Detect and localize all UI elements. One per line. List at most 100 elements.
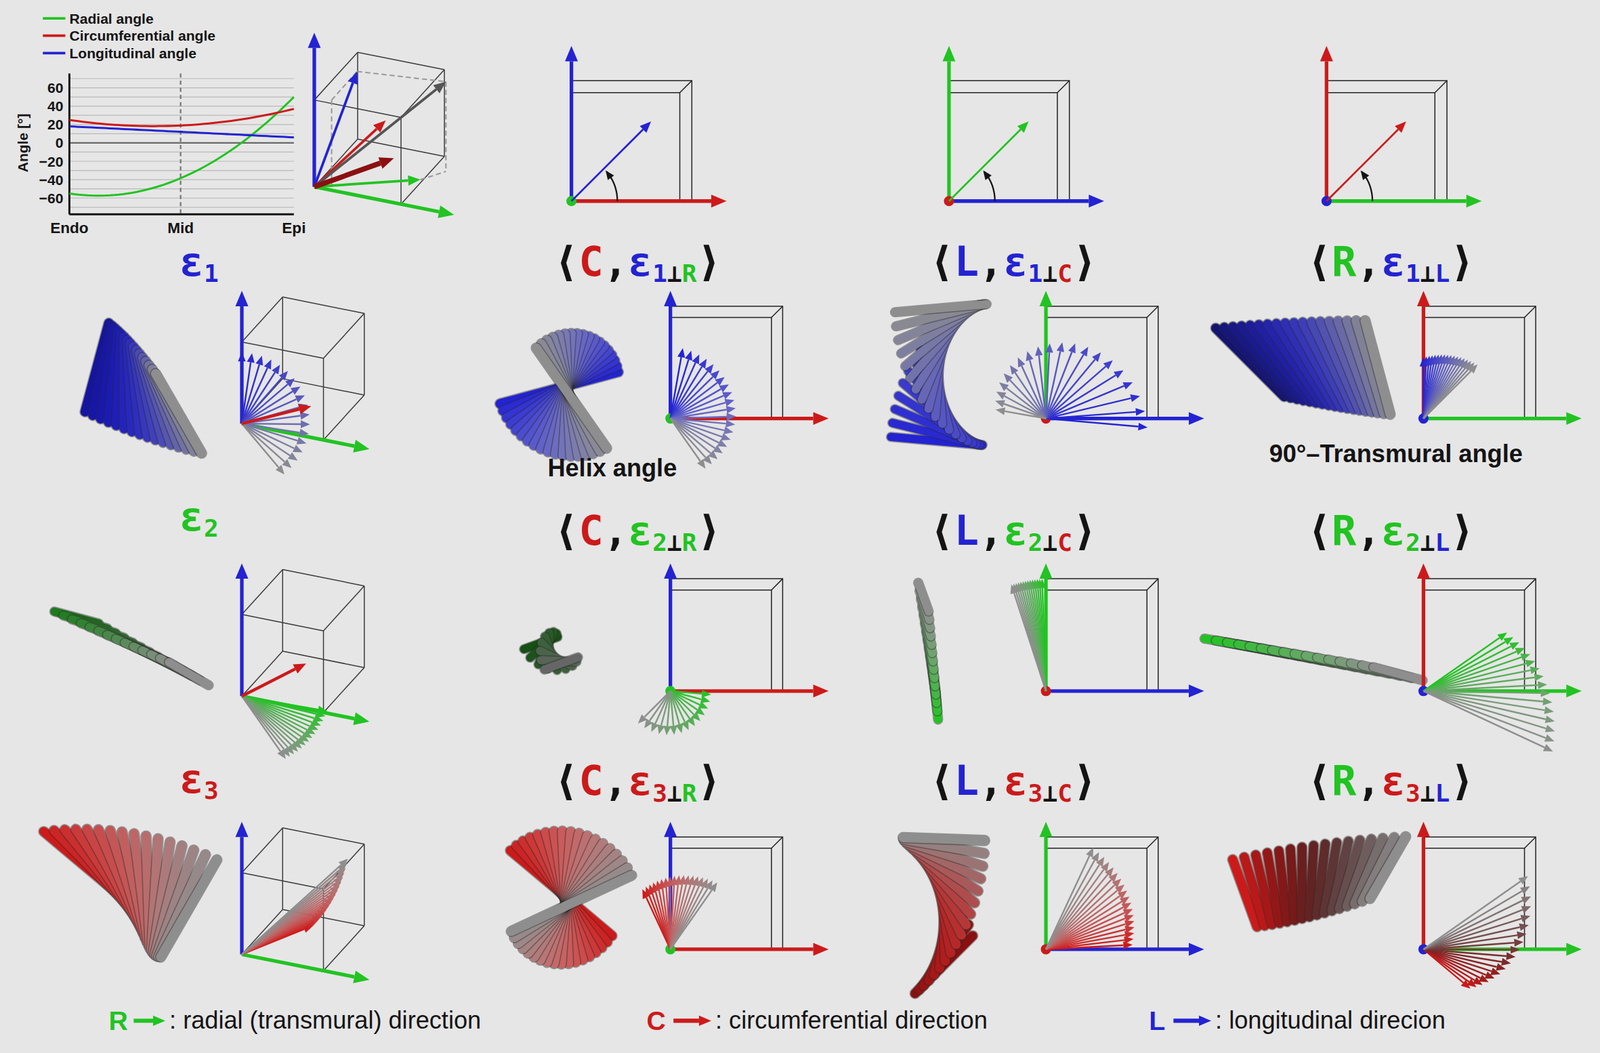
fiber-outline — [544, 657, 579, 670]
arrow-shaft — [314, 163, 381, 187]
arrow-shaft — [1045, 350, 1061, 418]
arrow-head — [720, 432, 731, 441]
panel-heading: ε2 — [179, 495, 219, 541]
tick-label: 60 — [47, 80, 63, 95]
arrow-head — [663, 725, 671, 735]
heading-part: ⟨ — [1307, 507, 1332, 555]
cube-edge — [363, 585, 366, 668]
grid-line — [69, 179, 294, 181]
axis-cube — [307, 32, 454, 219]
arrow-head — [275, 464, 285, 475]
arrow-head — [711, 194, 727, 208]
fiber-bundle — [44, 829, 218, 958]
box-frame — [771, 836, 784, 849]
arrow-shaft — [1045, 352, 1050, 418]
heading-part: ⟩ — [1449, 757, 1475, 805]
arrow-head — [723, 426, 733, 435]
heading-part: ε — [1381, 507, 1406, 555]
arrow-shaft — [1423, 416, 1567, 420]
box-frame — [1524, 578, 1537, 591]
fiber-outline — [918, 582, 929, 612]
arrow-head — [1010, 583, 1019, 595]
heading-part: , — [1356, 507, 1381, 555]
arrow-shaft — [1423, 684, 1538, 691]
box-frame — [571, 80, 693, 202]
arrow-head — [292, 663, 307, 674]
box-frame — [1057, 80, 1070, 93]
heading-part: L — [1435, 778, 1451, 807]
arrow-head — [1039, 290, 1053, 307]
axis-letter: L — [1148, 1007, 1166, 1034]
panel-heading: ε1 — [179, 241, 219, 286]
heading-part: C — [578, 237, 603, 285]
arrow-shaft — [239, 578, 244, 696]
arrow-shaft — [1045, 859, 1095, 950]
arrow-shaft — [668, 306, 672, 419]
box-frame — [1045, 590, 1147, 691]
heading-part: L — [1435, 259, 1451, 288]
panel-heading: ε3 — [179, 758, 219, 803]
fiber-outline — [168, 661, 209, 685]
box-frame — [1146, 306, 1159, 318]
heading-part: L — [954, 757, 979, 805]
cube-edge — [241, 296, 283, 342]
heading-part: 2 — [1028, 528, 1044, 557]
heading-part: ε — [1003, 507, 1028, 555]
arrow-head — [1123, 908, 1134, 916]
heading-part: ⊥ — [667, 778, 683, 807]
box-frame — [1423, 836, 1536, 950]
heading-part: R — [682, 778, 698, 807]
vector-fan — [1045, 847, 1135, 950]
panel-heading: ⟨L,ε2⊥C⟩ — [929, 510, 1097, 555]
heading-part: ⟩ — [1449, 237, 1475, 285]
arrow-head — [378, 157, 395, 169]
tick-label: 0 — [55, 135, 64, 150]
arrow-shaft — [241, 423, 290, 456]
cube-edge — [400, 117, 402, 204]
arrow-head — [279, 370, 288, 381]
arrow-head — [1545, 724, 1556, 733]
fiber-bundle — [1215, 320, 1391, 414]
arrow-head — [1122, 382, 1133, 390]
arrow-head — [1543, 743, 1554, 752]
arrow-shaft — [1045, 385, 1125, 418]
tick-label: −60 — [39, 191, 64, 206]
tick-label: Mid — [167, 220, 194, 236]
box-frame — [670, 306, 784, 419]
arrow-head — [1124, 930, 1134, 939]
box-frame — [1423, 578, 1536, 691]
arrow-head — [1525, 659, 1536, 668]
tick-label: −40 — [39, 172, 64, 187]
fiber-bundle — [499, 333, 619, 456]
fiber — [155, 373, 202, 453]
arrow-shaft — [1043, 836, 1048, 950]
fiber-outline — [1290, 848, 1295, 920]
arrow-head — [999, 382, 1009, 391]
fiber — [160, 859, 217, 958]
arrow-shaft — [670, 946, 814, 951]
heading-part: ⟩ — [697, 507, 722, 555]
fiber — [918, 582, 929, 612]
arrow-head — [1135, 407, 1145, 416]
heading-part: ⟨ — [1307, 237, 1332, 285]
x-axis — [69, 213, 294, 216]
arrow-shaft — [1004, 395, 1046, 418]
fiber-bundle — [524, 632, 579, 670]
arrow-head — [714, 377, 725, 387]
arrow-shaft — [1423, 690, 1546, 738]
heading-part: 1 — [652, 259, 668, 288]
axis-panel — [1039, 563, 1205, 698]
heading-part: ε — [627, 237, 653, 285]
arrow-head — [651, 722, 660, 733]
vector-fan — [670, 348, 737, 469]
arrow-head — [294, 395, 305, 404]
vector-fan — [995, 342, 1148, 431]
heading-part: 2 — [203, 514, 219, 543]
cube-edge — [323, 394, 365, 440]
fiber-outline — [536, 347, 607, 448]
fiber-outline — [1364, 320, 1391, 414]
arrow-head — [712, 445, 723, 454]
vector-fan — [1423, 632, 1555, 752]
arrow-head — [813, 684, 830, 698]
box-frame — [1045, 306, 1159, 419]
